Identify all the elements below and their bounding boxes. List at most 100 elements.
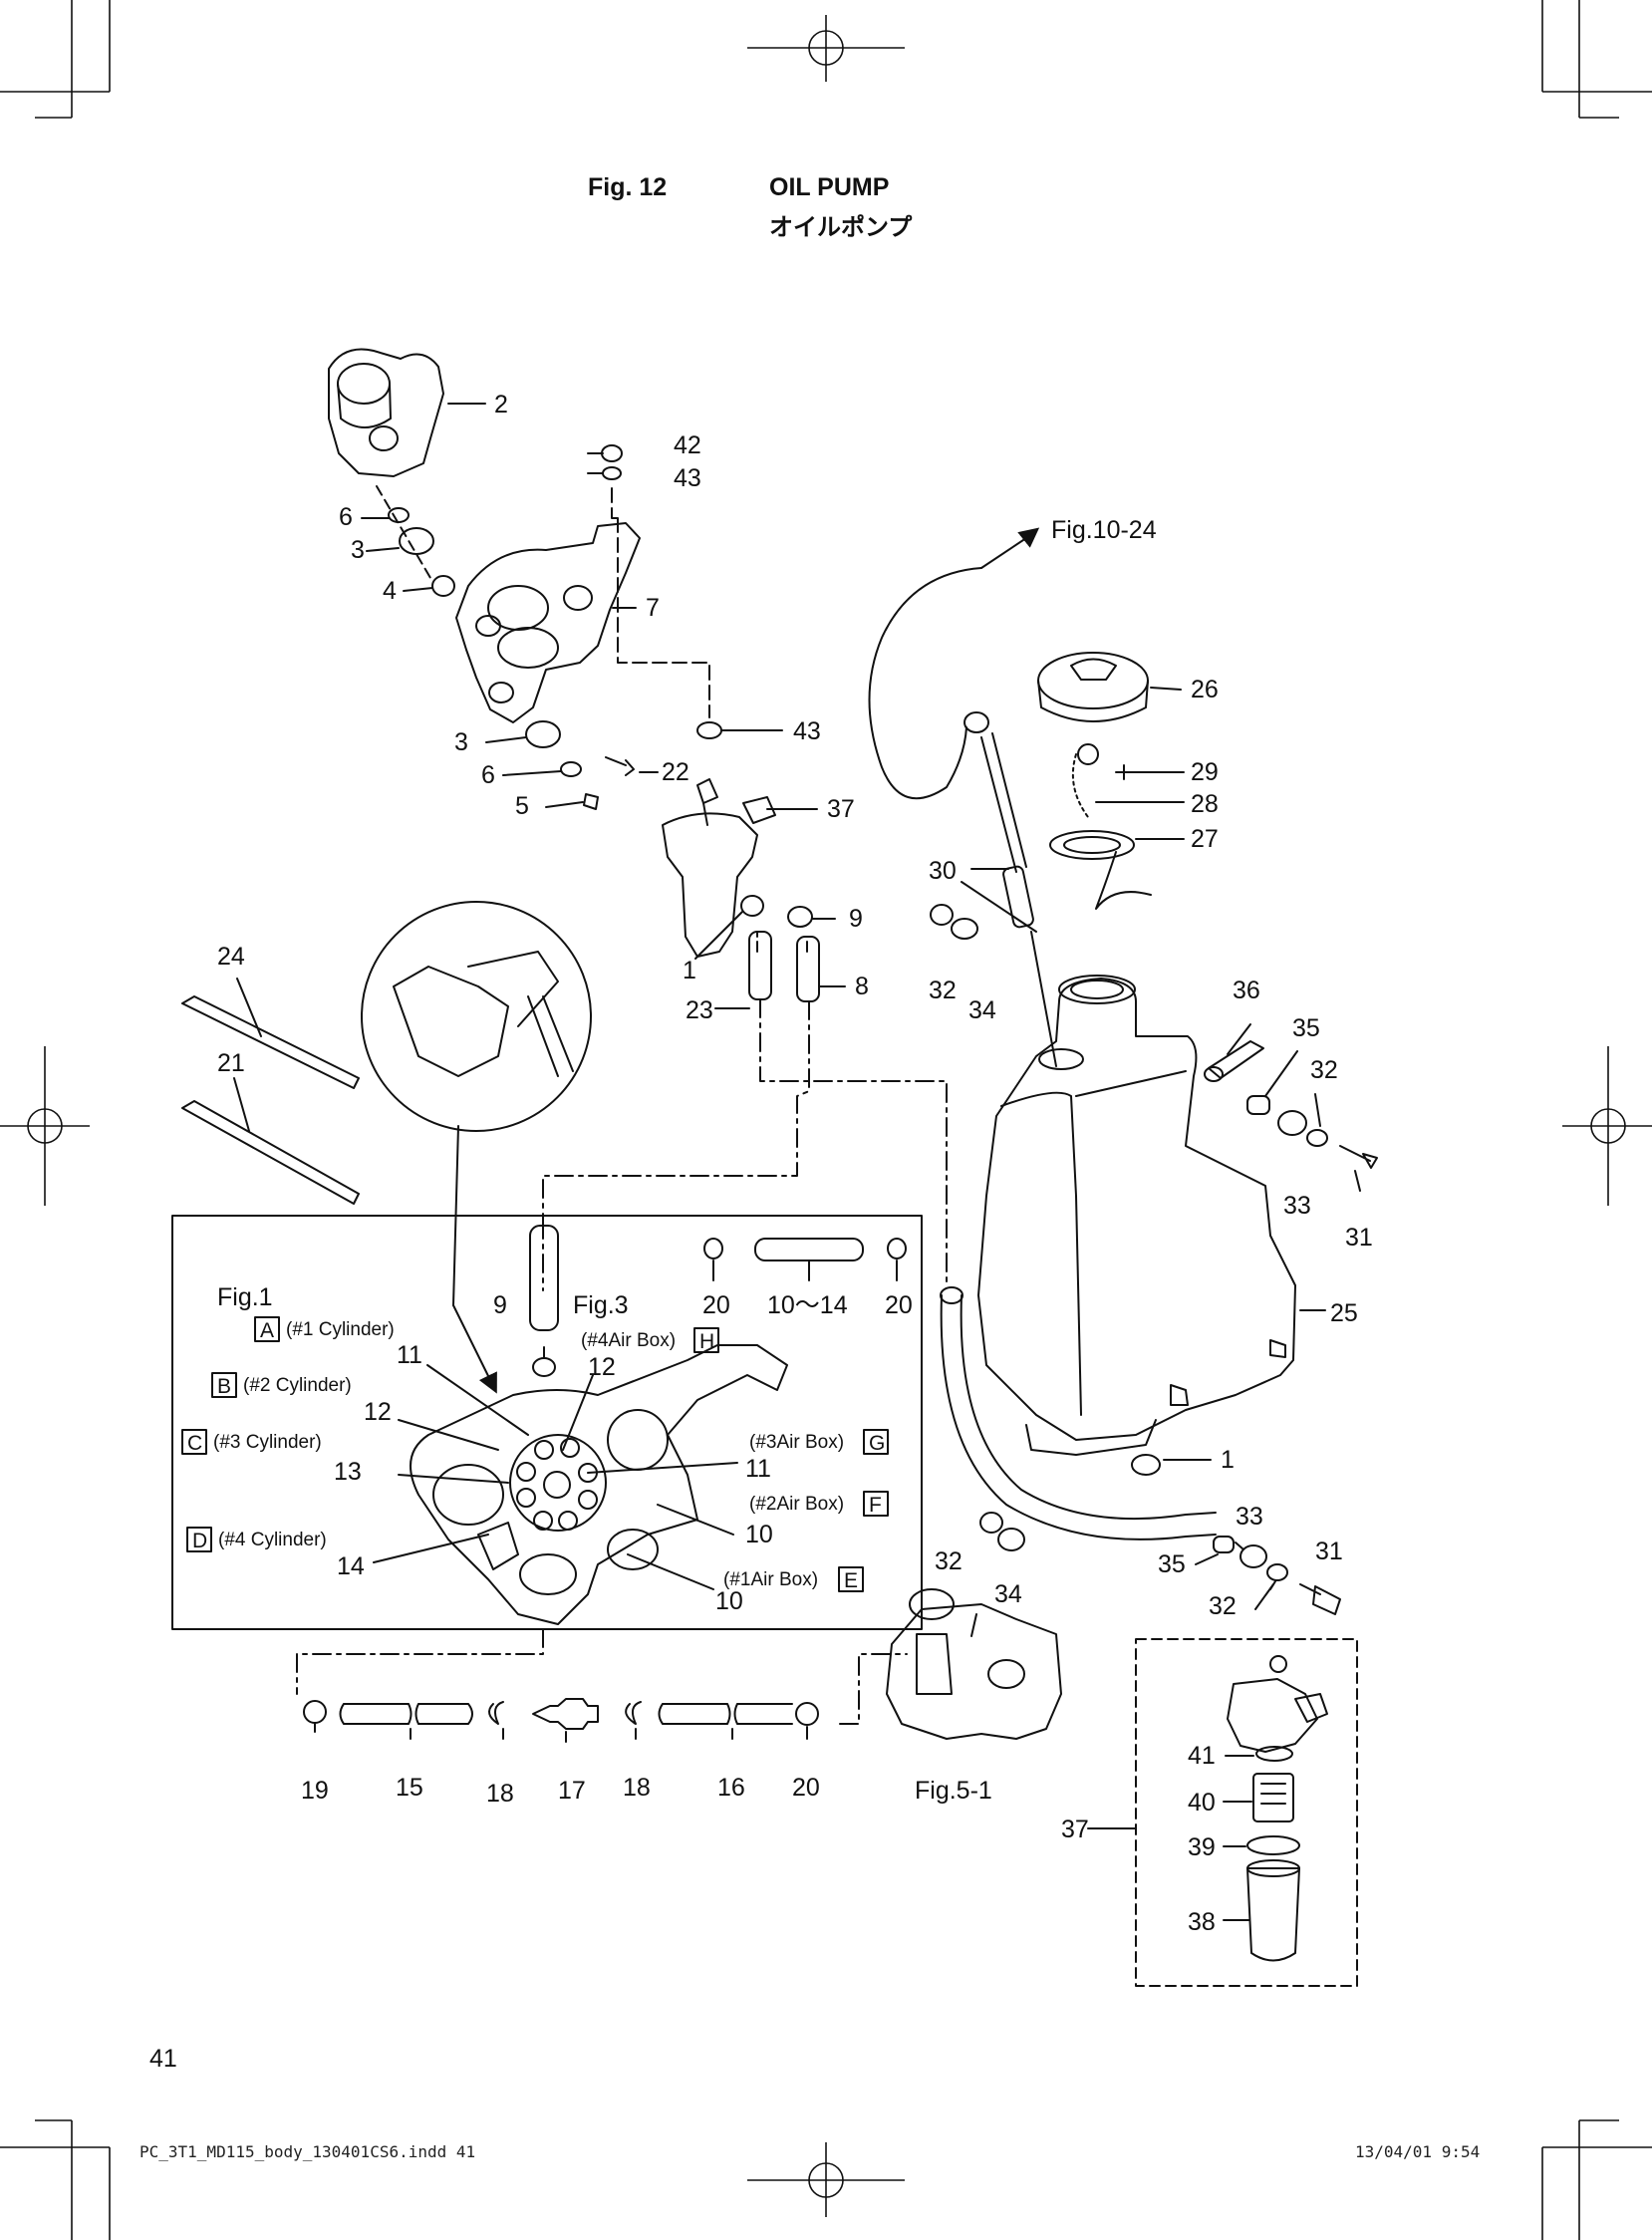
washer-43-top	[602, 466, 622, 480]
callout-38: 38	[1188, 1908, 1216, 1936]
callout-20-bottom: 20	[792, 1774, 820, 1802]
letter-A: A	[260, 1319, 274, 1342]
label-airbox-1: (#1Air Box)	[723, 1569, 818, 1590]
box-C	[181, 1429, 207, 1455]
callout-6-lower: 6	[481, 761, 495, 789]
callout-41: 41	[1188, 1742, 1216, 1770]
callout-11-fig1-right: 11	[745, 1455, 771, 1483]
callout-35-upper: 35	[1292, 1014, 1320, 1042]
oil-strainer-drawing	[662, 778, 776, 958]
callout-23: 23	[686, 996, 713, 1024]
page-title-japanese: オイルポンプ	[769, 213, 913, 241]
label-airbox-4: (#4Air Box)	[581, 1330, 676, 1351]
callout-13: 13	[334, 1458, 362, 1486]
ref-fig3: Fig.3	[573, 1291, 629, 1319]
callout-16: 16	[717, 1774, 745, 1802]
callout-32-upper-right: 32	[1310, 1056, 1338, 1084]
label-cylinder-3: (#3 Cylinder)	[213, 1432, 322, 1453]
cord-28	[1071, 753, 1089, 818]
callout-31-upper: 31	[1345, 1224, 1373, 1252]
screw-22	[605, 756, 635, 776]
callout-34-upper: 34	[968, 996, 996, 1024]
callout-37-lower: 37	[1061, 1816, 1089, 1843]
cap-1	[740, 895, 764, 917]
callout-32-lower-right: 32	[1209, 1592, 1237, 1620]
callout-20-fig1-left: 20	[702, 1291, 730, 1319]
box-B	[211, 1372, 237, 1398]
clip-18a	[488, 1701, 504, 1725]
grommet-3-bottom	[525, 720, 561, 748]
clip-18b	[625, 1701, 642, 1725]
callout-40: 40	[1188, 1789, 1216, 1817]
grommet-3-top	[399, 527, 434, 555]
hose-fig3	[529, 1225, 559, 1331]
filter-40	[1252, 1773, 1294, 1822]
box-F	[863, 1491, 889, 1517]
callout-7: 7	[646, 594, 660, 622]
callout-6-upper: 6	[339, 503, 353, 531]
oil-pump-drawing	[328, 348, 444, 579]
cable-tie-21	[181, 1100, 360, 1205]
o-ring-41	[1255, 1746, 1293, 1762]
callout-19: 19	[301, 1777, 329, 1805]
callout-12-fig1-left: 12	[364, 1398, 392, 1426]
callout-32-upper-left: 32	[929, 977, 957, 1004]
hose-16	[658, 1703, 793, 1725]
cup-38	[1246, 1867, 1300, 1962]
footer-timestamp: 13/04/01 9:54	[1355, 2142, 1481, 2161]
box-E	[838, 1566, 864, 1592]
callout-5: 5	[515, 792, 529, 820]
callout-9-fig1: 9	[493, 1291, 507, 1319]
clamp-1	[1131, 1454, 1161, 1476]
hose-15	[339, 1703, 473, 1725]
callout-43-lower: 43	[793, 717, 821, 745]
letter-F: F	[869, 1494, 882, 1517]
callout-17: 17	[558, 1777, 586, 1805]
callout-25: 25	[1330, 1299, 1358, 1327]
washer-32c	[979, 1512, 1003, 1534]
box-D	[186, 1527, 212, 1552]
callout-3-upper: 3	[351, 536, 365, 564]
detail-magnifier	[361, 901, 592, 1132]
callout-15: 15	[396, 1774, 423, 1802]
fig5-engine-drawing	[886, 1588, 1062, 1740]
collar-35a	[1246, 1095, 1270, 1115]
callout-14: 14	[337, 1552, 365, 1580]
strap	[1095, 851, 1152, 910]
washer-6-bottom	[560, 761, 582, 777]
sensor-wire	[868, 567, 982, 800]
box-A	[254, 1316, 280, 1342]
figure-number: Fig. 12	[588, 173, 668, 201]
callout-31-lower: 31	[1315, 1538, 1343, 1565]
label-airbox-3: (#3Air Box)	[749, 1432, 844, 1453]
ref-fig1: Fig.1	[217, 1283, 273, 1311]
callout-12-fig1-right: 12	[588, 1353, 616, 1381]
letter-D: D	[192, 1530, 207, 1552]
callout-35-lower: 35	[1158, 1550, 1186, 1578]
bolt-31a	[1339, 1145, 1378, 1169]
ref-range-10-14: 10～14	[767, 1291, 848, 1319]
fig1-detail-box	[171, 1215, 923, 1630]
ref-fig5-1: Fig.5-1	[915, 1777, 992, 1805]
callout-32-lower-left: 32	[935, 1547, 963, 1575]
box-G	[863, 1429, 889, 1455]
washer-32a	[930, 904, 954, 926]
footer-file-name: PC_3T1_MD115_body_130401CS6.indd 41	[139, 2142, 476, 2161]
packing-27	[1049, 830, 1135, 860]
clamp-20b	[887, 1238, 907, 1260]
callout-39: 39	[1188, 1833, 1216, 1861]
callout-10-fig1-upper: 10	[745, 1521, 773, 1548]
callout-30: 30	[929, 857, 957, 885]
callout-21: 21	[217, 1049, 245, 1077]
label-cylinder-4: (#4 Cylinder)	[218, 1530, 327, 1550]
label-cylinder-2: (#2 Cylinder)	[243, 1375, 352, 1396]
callout-1-upper: 1	[683, 957, 696, 984]
cap-20c	[795, 1702, 819, 1726]
grommet-33a	[1277, 1110, 1307, 1136]
letter-C: C	[187, 1432, 202, 1455]
callout-18-right: 18	[623, 1774, 651, 1802]
letter-G: G	[869, 1432, 885, 1455]
callout-43-upper: 43	[674, 464, 701, 492]
